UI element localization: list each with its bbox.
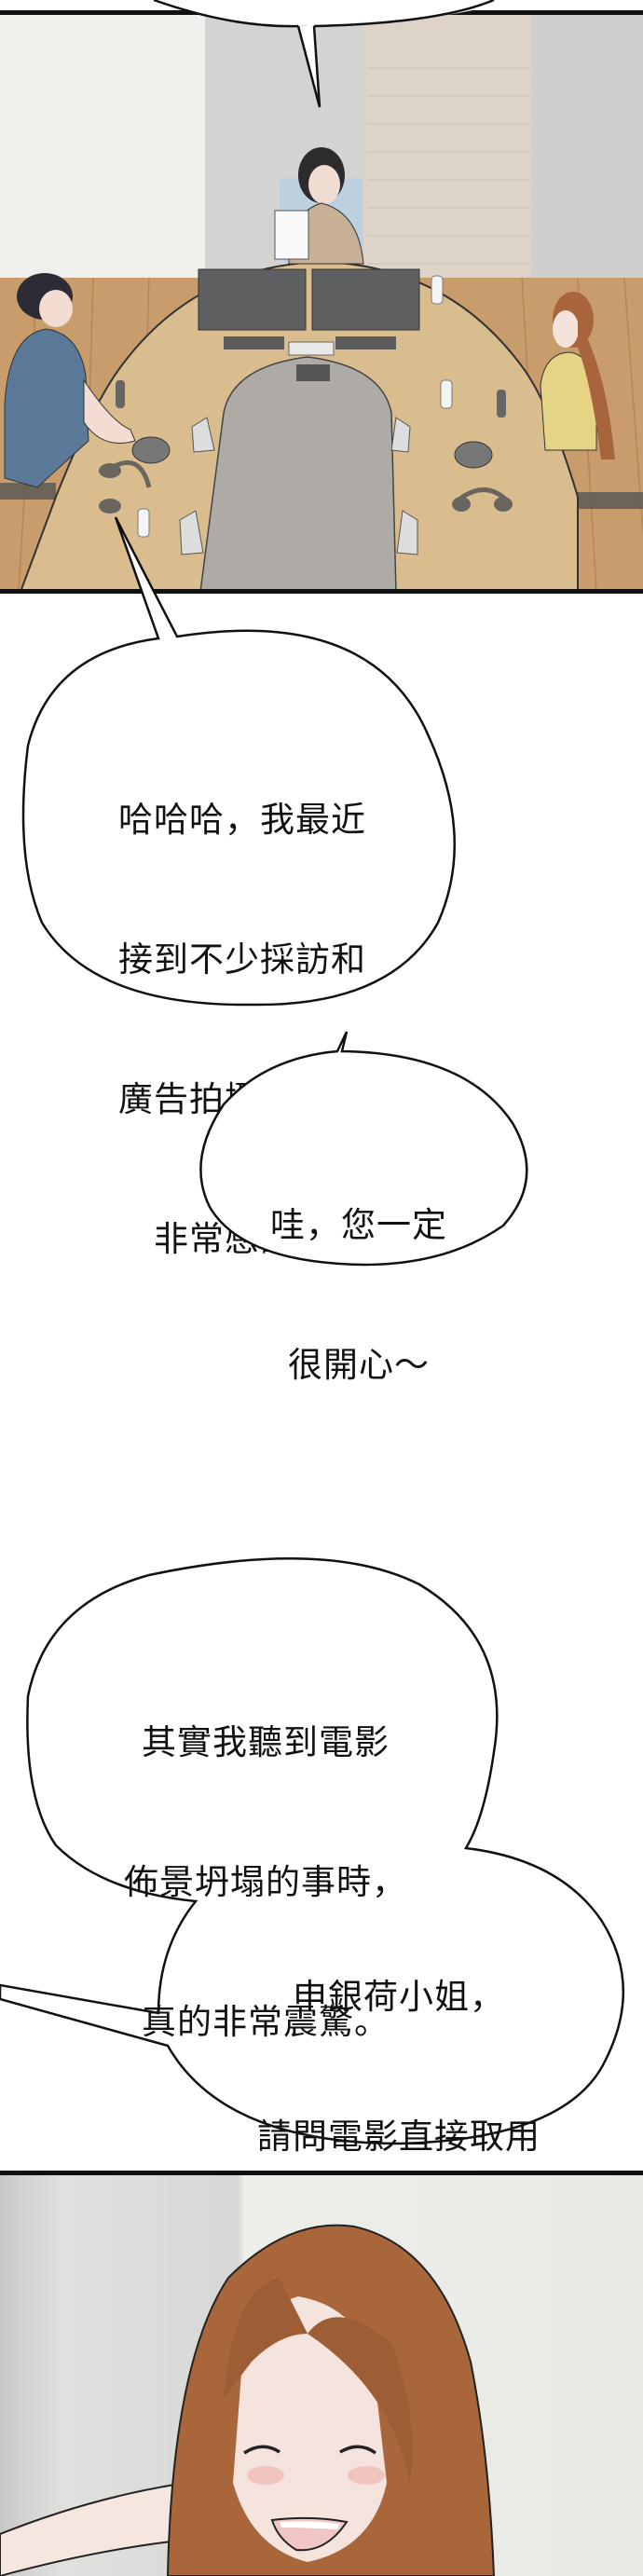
bubble-1-shape [21,516,456,1007]
studio-panel [0,12,643,592]
top-bubble-fragment [149,0,513,109]
bubble-2: 哇，您一定 很開心～ [224,1109,494,1435]
closeup-illustration [0,2175,643,2576]
panel-2-top-border [0,2171,643,2175]
bubble-3-line: 其實我聽到電影 [142,1722,390,1762]
bubble-3: 其實我聽到電影 佈景坍塌的事時， 真的非常震驚。 [89,1626,443,2092]
bubble-4-line: 申銀荷小姐， [293,1977,505,2017]
closeup-panel [0,2175,643,2576]
bubble-3-line: 佈景坍塌的事時， [124,1862,407,1902]
studio-illustration [0,12,643,592]
bubble-3-4-shape [0,1556,625,2145]
bubble-2-shape [199,1031,528,1267]
bubble-4-line: 請問電影直接取用 [257,2117,540,2157]
bubble-2-line: 哇，您一定 [270,1205,447,1245]
bubble-2-line: 很開心～ [288,1345,430,1385]
panel-1-bottom-border [0,589,643,594]
bubble-1-line: 接到不少採訪和 [118,939,366,980]
bubble-3-line: 真的非常震驚。 [142,2002,390,2042]
bubble-1-line: 哈哈哈，我最近 [118,800,366,840]
